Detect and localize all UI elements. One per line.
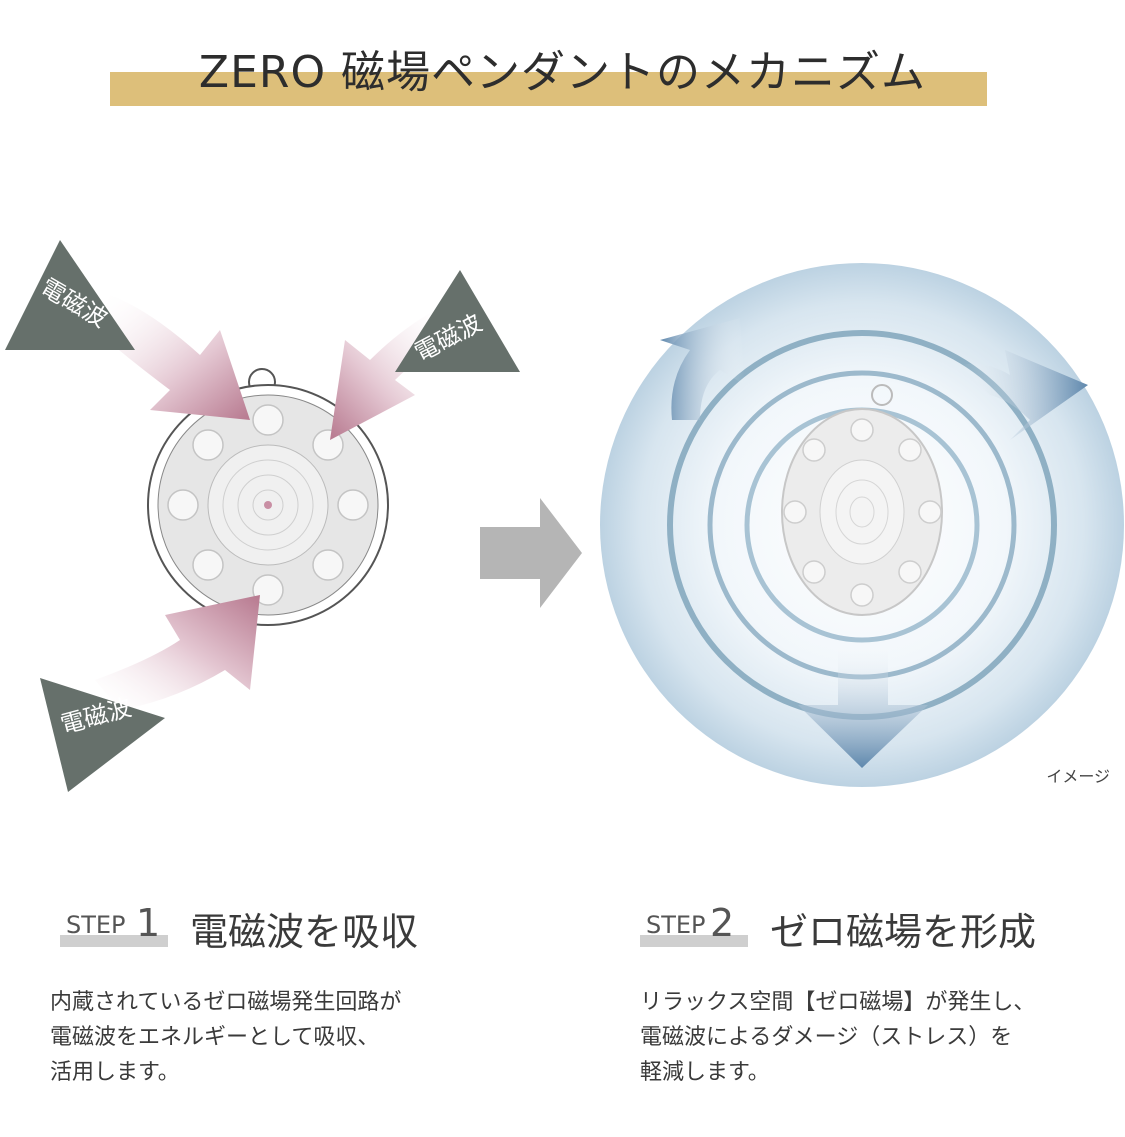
step-1-tag: STEP 1 — [60, 899, 170, 949]
step-1-heading: 電磁波を吸収 — [190, 910, 419, 954]
pink-arrow-top-left — [95, 295, 250, 420]
pink-arrow-bottom-left — [95, 595, 260, 710]
step-transition-arrow — [480, 498, 582, 608]
title-highlight-bar — [110, 72, 987, 106]
step-1-description: 内蔵されているゼロ磁場発生回路が 電磁波をエネルギーとして吸収、 活用します。 — [50, 985, 510, 1090]
blue-arrow-down — [798, 640, 928, 768]
step-2-description: リラックス空間【ゼロ磁場】が発生し、 電磁波によるダメージ（ストレス）を 軽減し… — [640, 985, 1100, 1090]
step-2-word: STEP — [646, 911, 706, 939]
page-title: ZERO 磁場ペンダントのメカニズム — [198, 47, 927, 98]
pendant-left — [147, 368, 389, 626]
page-header: ZERO 磁場ペンダントのメカニズム — [0, 28, 1125, 118]
pendant-right — [781, 384, 943, 616]
step-1-number: 1 — [136, 901, 161, 945]
blue-arrow-left — [660, 318, 745, 420]
blue-arrow-right — [960, 350, 1088, 440]
image-note: イメージ — [1046, 767, 1110, 786]
step-2-line-1: リラックス空間【ゼロ磁場】が発生し、 — [640, 990, 1036, 1015]
step-2-line-2: 電磁波によるダメージ（ストレス）を — [640, 1025, 1013, 1050]
step-2-tag: STEP 2 — [640, 899, 750, 949]
step-2-underline — [640, 935, 748, 947]
step-1-underline — [60, 935, 168, 947]
step-1-line-2: 電磁波をエネルギーとして吸収、 — [50, 1025, 380, 1050]
step-2-number: 2 — [710, 901, 735, 945]
wave-label-triangle-top-right — [395, 270, 520, 372]
step-1-word: STEP — [66, 911, 126, 939]
step-2-line-3: 軽減します。 — [640, 1060, 770, 1085]
step-1-line-1: 内蔵されているゼロ磁場発生回路が — [50, 990, 402, 1015]
wave-label-triangle-top-left — [5, 240, 135, 350]
step-1-line-3: 活用します。 — [50, 1060, 180, 1085]
wave-label-triangle-bottom-left — [40, 678, 165, 792]
step-2-heading: ゼロ磁場を形成 — [770, 910, 1037, 954]
